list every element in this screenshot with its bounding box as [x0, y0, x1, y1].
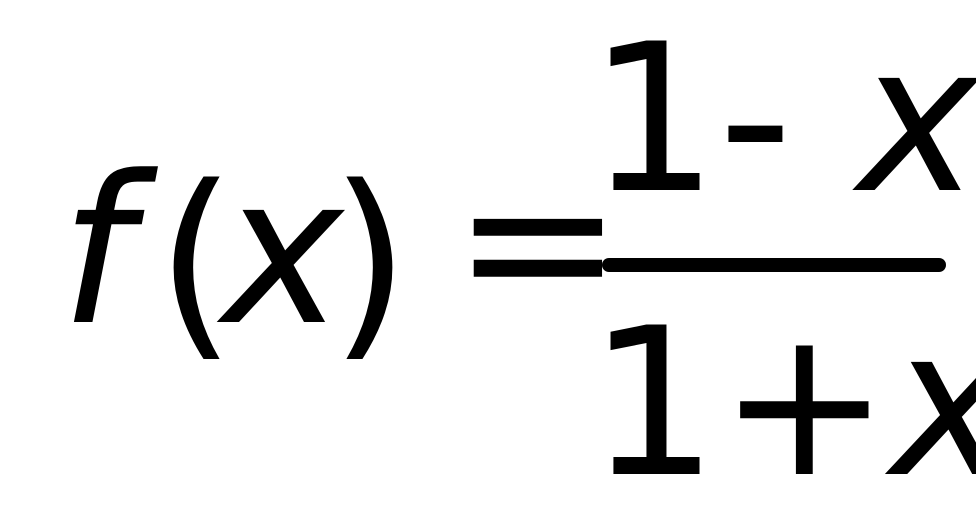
- argument-variable: x: [222, 133, 344, 371]
- fraction-bar: [602, 258, 946, 272]
- denominator-operator: +: [718, 285, 891, 523]
- fraction-numerator: 1- x: [588, 18, 976, 223]
- open-parenthesis: (: [156, 143, 236, 381]
- function-name: f: [60, 133, 133, 371]
- numerator-variable: x: [857, 1, 976, 239]
- numerator-constant: 1: [588, 1, 719, 239]
- close-parenthesis: ): [330, 143, 410, 381]
- denominator-constant: 1: [588, 285, 719, 523]
- numerator-operator: -: [718, 1, 858, 239]
- denominator-variable: x: [890, 285, 976, 523]
- fraction-denominator: 1+x: [588, 302, 976, 507]
- equals-sign: =: [452, 123, 624, 361]
